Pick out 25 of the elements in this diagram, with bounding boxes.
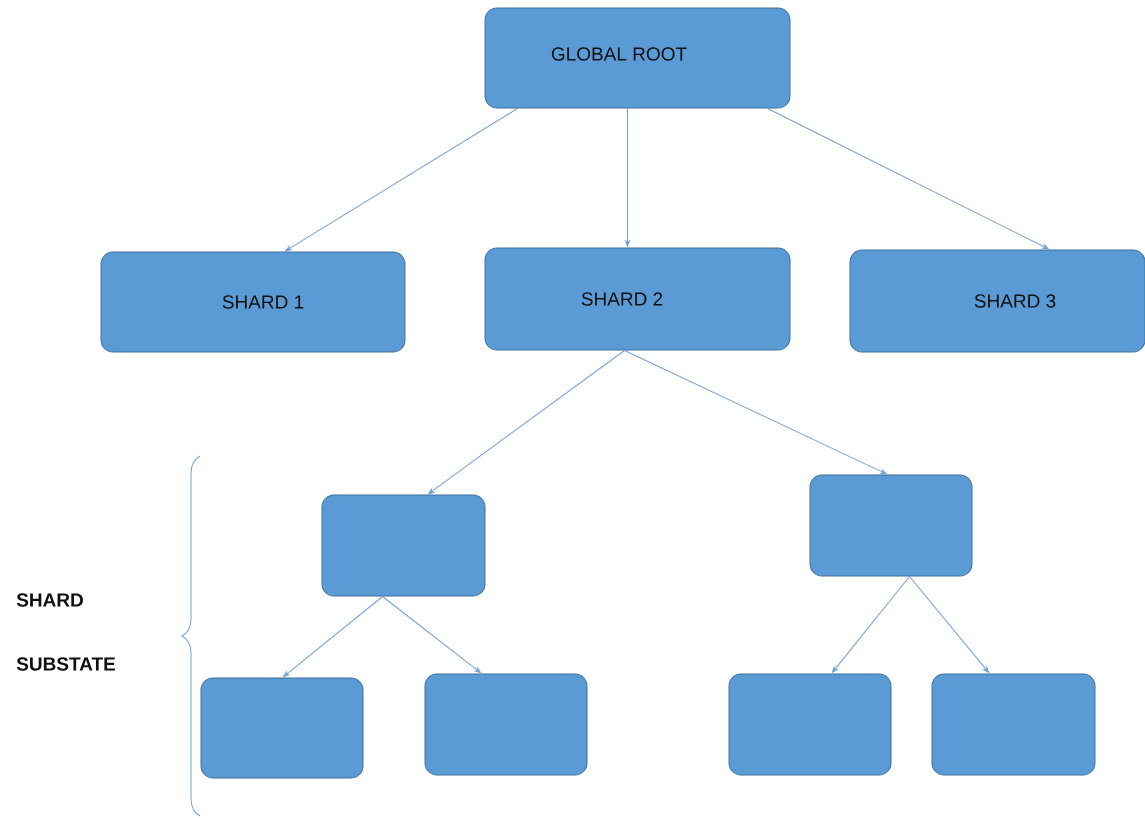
empty-box xyxy=(200,677,364,779)
side-label: SHARD xyxy=(16,593,83,607)
empty-box xyxy=(424,673,588,776)
arrow xyxy=(767,108,1049,250)
process-box xyxy=(849,249,1145,353)
node-text: SHARD 2 xyxy=(581,292,663,306)
empty-box xyxy=(931,673,1096,776)
arrow xyxy=(285,108,518,252)
arrow xyxy=(428,350,625,495)
arrow xyxy=(831,576,910,673)
process-box xyxy=(484,247,791,351)
node-text: SHARD 1 xyxy=(222,295,304,309)
arrow xyxy=(283,596,383,678)
arrow xyxy=(909,576,990,673)
empty-box xyxy=(728,673,892,776)
side-label: SUBSTATE xyxy=(16,657,116,671)
arrow xyxy=(624,350,887,475)
process-box xyxy=(100,251,406,353)
empty-box xyxy=(809,474,973,577)
node-text: SHARD 3 xyxy=(974,294,1056,308)
process-box xyxy=(484,7,791,109)
node-text: GLOBAL ROOT xyxy=(551,47,687,61)
empty-box xyxy=(321,494,486,597)
arrow xyxy=(625,108,630,247)
arrow xyxy=(382,596,481,674)
